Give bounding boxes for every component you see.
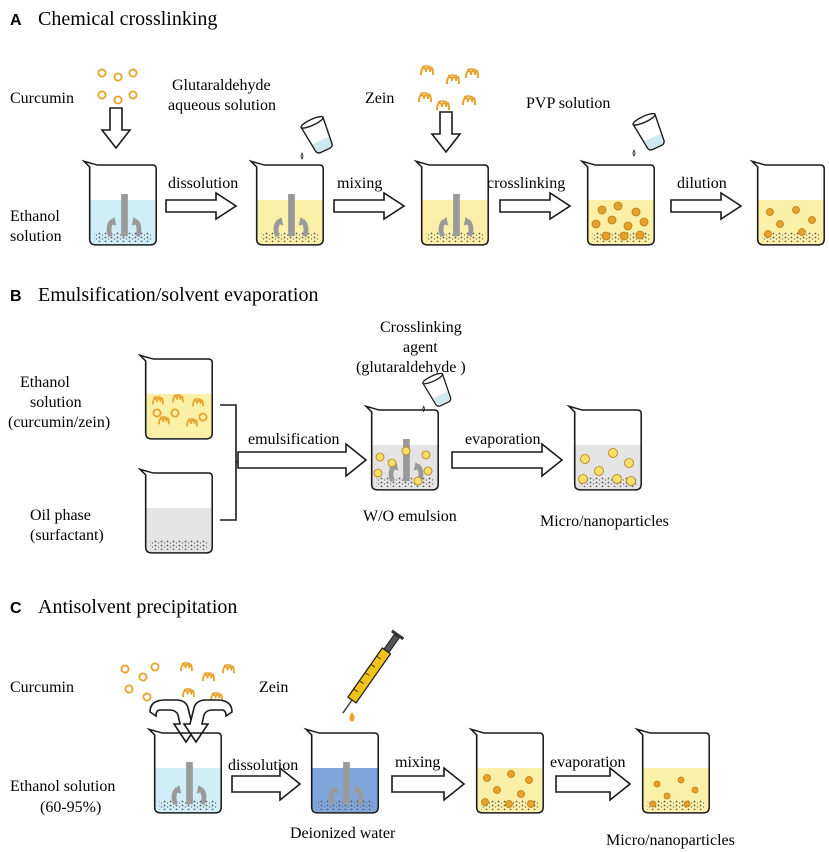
- step-label: mixing: [337, 175, 382, 192]
- crosslink-label-3: (glutaraldehyde ): [356, 359, 466, 376]
- process-arrow: [670, 192, 742, 220]
- step-label: evaporation: [550, 754, 626, 771]
- process-arrow: [333, 192, 405, 220]
- curcumin-molecules: [97, 68, 138, 105]
- ethanol-label-1: Ethanol: [20, 374, 70, 391]
- process-arrow: [499, 192, 571, 220]
- beaker-yellow: [415, 160, 489, 246]
- panel-c: C Antisolvent precipitation Curcumin Zei…: [10, 596, 735, 849]
- droplet: [349, 712, 355, 722]
- panel-b-title: Emulsification/solvent evaporation: [38, 284, 319, 306]
- process-arrow: [555, 766, 632, 802]
- beaker-oil-phase: [139, 468, 213, 554]
- down-arrow: [100, 107, 132, 150]
- wo-emulsion-label: W/O emulsion: [363, 508, 457, 525]
- process-arrow: [237, 442, 368, 478]
- oil-label-1: Oil phase: [30, 507, 91, 524]
- beaker-ethanol: [148, 728, 222, 814]
- crosslink-label-1: Crosslinking: [380, 319, 462, 336]
- beaker-microparticles: [636, 728, 710, 814]
- panel-b-letter: B: [10, 288, 22, 305]
- zein-molecules: [180, 661, 235, 703]
- zein-label: Zein: [365, 90, 394, 107]
- curved-arrow: [182, 699, 233, 744]
- step-label: crosslinking: [487, 175, 565, 192]
- oil-label-2: (surfactant): [30, 527, 104, 544]
- step-label: dissolution: [168, 175, 238, 192]
- pvp-label: PVP solution: [526, 95, 610, 112]
- panel-a-title: Chemical crosslinking: [38, 8, 217, 30]
- step-label: dissolution: [228, 757, 298, 774]
- beaker-microparticles: [568, 405, 642, 491]
- ethanol-label-2: (60-95%): [40, 799, 101, 816]
- process-arrow: [391, 766, 466, 802]
- curcumin-label: Curcumin: [10, 90, 74, 107]
- deionized-label: Deionized water: [290, 825, 396, 842]
- beaker-particles: [470, 728, 544, 814]
- curcumin-molecules: [120, 662, 160, 702]
- beaker-deionized-water: [305, 728, 379, 814]
- pouring-cup: [631, 110, 669, 157]
- down-arrow: [430, 111, 462, 154]
- zein-molecules: [418, 65, 479, 111]
- zein-label: Zein: [259, 679, 288, 696]
- panel-b: B Emulsification/solvent evaporation Eth…: [8, 284, 669, 554]
- step-label: dilution: [677, 175, 727, 192]
- pouring-cup: [299, 113, 337, 160]
- ethanol-label-2: solution: [10, 228, 62, 245]
- ethanol-label-3: (curcumin/zein): [8, 414, 110, 431]
- beaker-ethanol: [83, 160, 157, 246]
- step-label: evaporation: [465, 431, 541, 448]
- glutaraldehyde-label-1: Glutaraldehyde: [172, 77, 271, 94]
- panel-c-title: Antisolvent precipitation: [38, 596, 237, 618]
- process-arrow: [231, 766, 302, 802]
- beaker-emulsion: [365, 405, 439, 491]
- micro-label: Micro/nanoparticles: [606, 832, 735, 849]
- process-arrow: [451, 442, 564, 478]
- ethanol-label-1: Ethanol: [10, 208, 60, 225]
- micro-label: Micro/nanoparticles: [540, 513, 669, 530]
- process-arrow: [165, 192, 237, 220]
- beaker-curcumin-zein: [139, 354, 213, 440]
- step-label: mixing: [395, 754, 440, 771]
- step-label: emulsification: [248, 431, 340, 448]
- panel-a-letter: A: [10, 12, 22, 29]
- beaker-yellow: [250, 160, 324, 246]
- ethanol-label-2: solution: [30, 394, 82, 411]
- glutaraldehyde-label-2: aqueous solution: [168, 97, 276, 114]
- curcumin-label: Curcumin: [10, 679, 74, 696]
- syringe-icon: [342, 629, 405, 714]
- panel-c-letter: C: [10, 600, 22, 617]
- crosslink-label-2: agent: [403, 339, 438, 356]
- beaker-particles: [581, 160, 655, 246]
- pouring-cup: [421, 370, 455, 413]
- panel-a: A Chemical crosslinking Curcumin Ethanol…: [10, 8, 825, 246]
- ethanol-label-1: Ethanol solution: [10, 778, 115, 795]
- beaker-diluted: [751, 160, 825, 246]
